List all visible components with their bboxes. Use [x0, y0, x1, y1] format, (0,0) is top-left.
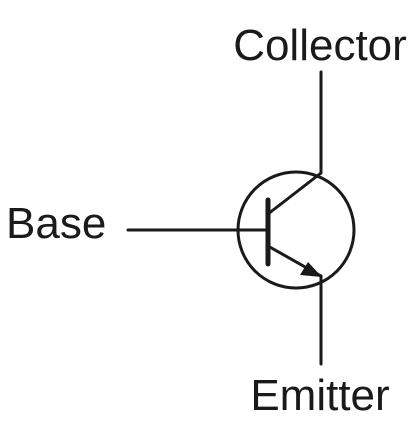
base-label: Base: [6, 199, 106, 248]
collector-label: Collector: [233, 21, 407, 70]
collector-connector: [266, 171, 323, 216]
transistor-symbol: [126, 70, 356, 366]
emitter-arrow-icon: [300, 262, 322, 277]
emitter-label: Emitter: [250, 371, 389, 420]
